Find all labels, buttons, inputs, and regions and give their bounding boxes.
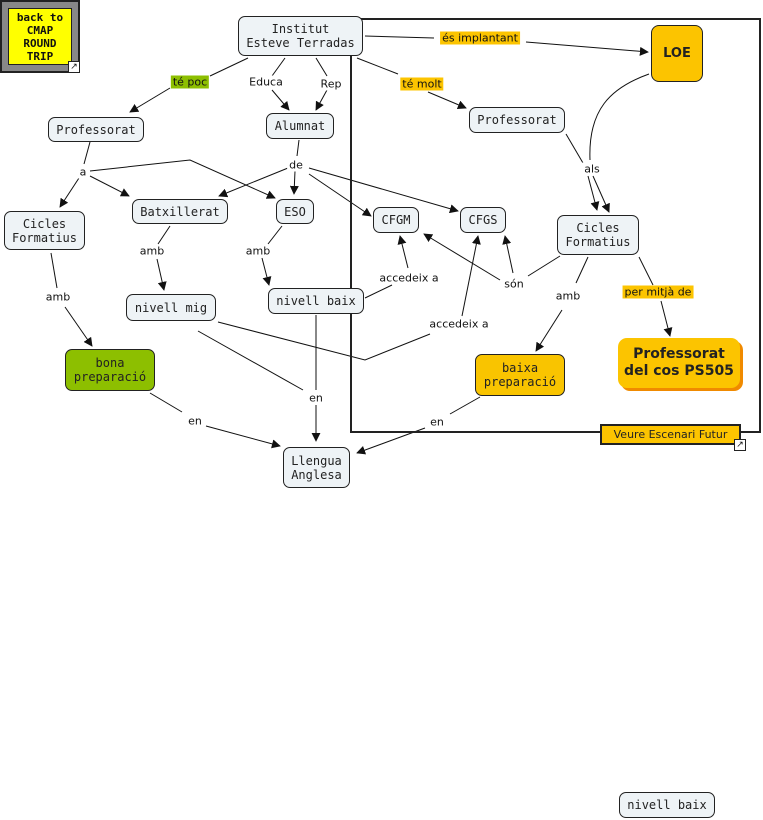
edge-amb-nivellmig [156,258,167,291]
concept-institut-esteve-terradas[interactable]: Institut Esteve Terradas [238,16,363,56]
edge-amb-nivellbaix [261,257,272,286]
link-de: de [287,158,305,172]
link-amb-eso: amb [243,244,273,258]
link-en-mid: en [307,391,325,405]
edge-alumnat-de [296,139,300,157]
edge-als-cicles-a [587,175,600,211]
shortcut-arrow-icon: ↗ [734,439,746,451]
concept-eso[interactable]: ESO [276,199,314,224]
concept-cfgm[interactable]: CFGM [373,207,419,233]
edge-a-cicles [59,177,80,208]
link-als: als [582,162,602,176]
link-en-left: en [186,414,204,428]
edge-de-cfgs [308,167,459,214]
concept-bona-preparacio[interactable]: bona preparació [65,349,155,391]
concept-loe[interactable]: LOE [651,25,703,82]
edge-institut-temolt [356,57,399,75]
edge-cicles-son [527,255,561,277]
edge-bona-en [149,392,183,413]
edge-nivellmig-accedeix [217,321,431,361]
edge-cicles-amb-right [575,256,589,284]
concept-cfgs[interactable]: CFGS [460,207,506,233]
link-a: a [77,165,89,179]
edge-accedeix-cfgs [461,235,481,317]
concept-cicles-formatius-left[interactable]: Cicles Formatius [4,211,85,250]
edge-de-cfgm [308,173,372,217]
link-te-molt: té molt [400,77,444,91]
edge-professorat-als [565,133,584,164]
shortcut-arrow-icon: ↗ [68,61,80,73]
concept-baixa-preparacio[interactable]: baixa preparació [475,354,565,396]
concept-llengua-anglesa[interactable]: Llengua Anglesa [283,447,350,488]
link-accedeix-a-cfgs: accedeix a [427,317,491,331]
veure-escenari-futur-button[interactable]: Veure Escenari Futur [600,424,741,445]
link-te-poc: té poc [170,75,210,89]
edge-loe-als [589,73,650,161]
back-to-cmap-label: back to CMAP ROUND TRIP [8,8,72,65]
edge-baixa-en [449,396,481,415]
edge-accedeix-cfgm [397,235,409,269]
edge-esimplantant-loe [525,41,649,56]
edge-institut-tepoc [209,57,249,77]
concept-nivell-baix-stray[interactable]: nivell baix [619,792,715,818]
edge-de-batx [218,167,289,198]
edge-de-eso [289,170,299,195]
concept-batxillerat[interactable]: Batxillerat [132,199,228,224]
edge-permitja-ps505 [660,300,673,337]
link-rep: Rep [318,77,344,91]
edge-professorat-a [83,141,91,165]
edge-amb-baixa [535,309,563,352]
concept-cicles-formatius-right[interactable]: Cicles Formatius [557,215,639,255]
edge-son-cfgm [423,233,501,281]
edge-amb-bona [64,306,93,347]
veure-escenari-futur-label: Veure Escenari Futur [613,428,728,441]
edge-educa-alumnat [271,89,290,111]
concept-professorat-left[interactable]: Professorat [48,117,144,142]
concept-alumnat[interactable]: Alumnat [266,113,334,139]
edge-temolt-professorat [427,91,467,110]
edge-institut-rep [315,57,328,77]
edge-als-cicles-b [592,175,610,213]
link-educa: Educa [247,75,285,89]
concept-professorat-right[interactable]: Professorat [469,107,565,133]
future-scenario-frame [350,18,761,433]
link-amb-right: amb [553,289,583,303]
edge-tepoc-professorat [129,87,171,113]
edge-institut-educa [271,57,286,77]
edge-son-cfgs [502,235,514,274]
concept-nivell-baix[interactable]: nivell baix [268,288,364,314]
concept-professorat-ps505[interactable]: Professorat del cos PS505 [618,338,740,388]
link-amb-cicles: amb [43,290,73,304]
concept-nivell-mig[interactable]: nivell mig [126,294,216,321]
edge-a-eso [89,159,276,199]
edge-nivellmig-en [197,330,304,391]
edge-en-llengua-left [205,425,281,449]
edge-nivellbaix-accedeix [364,284,393,299]
back-to-cmap-button[interactable]: back to CMAP ROUND TRIP ↗ [0,0,80,73]
edge-batx-amb [157,225,171,245]
link-amb-batxillerat: amb [137,244,167,258]
link-son: són [502,277,526,291]
edge-cicles-permitja [638,256,654,286]
edge-institut-esimplantant [364,35,435,39]
link-accedeix-a-cfgm: accedeix a [377,271,441,285]
edge-cicles-amb [50,252,58,289]
edge-a-batx [89,175,130,197]
edge-eso-amb [267,225,283,245]
link-es-implantant: és implantant [440,31,520,45]
edge-rep-alumnat [315,89,328,111]
link-en-right: en [428,415,446,429]
link-per-mitja-de: per mitjà de [622,285,694,299]
